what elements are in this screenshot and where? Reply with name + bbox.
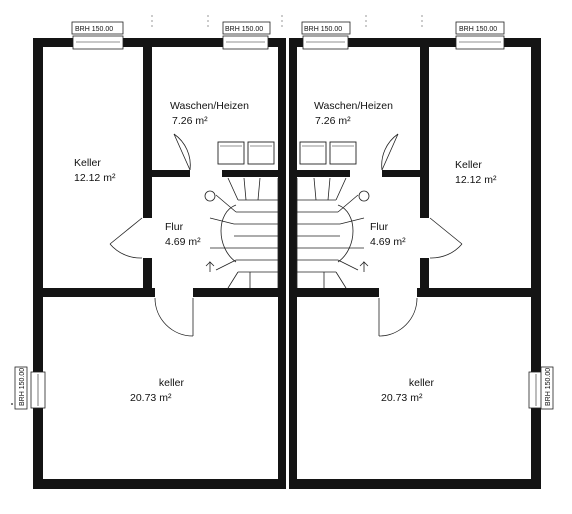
window-label: BRH 150.00: [545, 368, 552, 406]
room-name-keller-big: keller: [408, 377, 434, 389]
room-name-waschen: Waschen/Heizen: [314, 100, 393, 112]
window-label: BRH 150.00: [225, 26, 263, 33]
unit-left-labels: Keller 12.12 m² Waschen/Heizen 7.26 m² F…: [74, 100, 249, 404]
window-label: BRH 150.00: [304, 26, 342, 33]
room-name-flur: Flur: [165, 221, 184, 233]
room-name-keller: Keller: [455, 159, 482, 171]
unit-right-labels: Keller 12.12 m² Waschen/Heizen 7.26 m² F…: [314, 100, 497, 404]
room-name-waschen: Waschen/Heizen: [170, 100, 249, 112]
window-label: BRH 150.00: [75, 26, 113, 33]
stray-mark: [11, 403, 13, 405]
door-openings: [142, 169, 430, 298]
room-name-keller-big: keller: [158, 377, 184, 389]
room-area-waschen: 7.26 m²: [172, 115, 208, 127]
room-area-keller-big: 20.73 m²: [381, 392, 423, 404]
room-area-keller: 12.12 m²: [74, 172, 116, 184]
room-name-flur: Flur: [370, 221, 389, 233]
window-label: BRH 150.00: [459, 26, 497, 33]
room-area-flur: 4.69 m²: [165, 236, 201, 248]
room-name-keller: Keller: [74, 157, 101, 169]
room-area-keller-big: 20.73 m²: [130, 392, 172, 404]
room-area-flur: 4.69 m²: [370, 236, 406, 248]
appliances: [217, 141, 357, 165]
stairs-left: [204, 177, 279, 289]
dimension-ticks: [151, 15, 423, 30]
room-area-keller: 12.12 m²: [455, 174, 497, 186]
window-labels-top: BRH 150.00 BRH 150.00 BRH 150.00 BRH 150…: [71, 21, 505, 35]
stairs-right: [296, 177, 370, 289]
window-label: BRH 150.00: [19, 368, 26, 406]
top-windows: [72, 35, 505, 50]
side-windows: BRH 150.00 BRH 150.00: [14, 366, 554, 410]
room-area-waschen: 7.26 m²: [315, 115, 351, 127]
walls: [33, 38, 541, 489]
doors: [109, 133, 463, 337]
